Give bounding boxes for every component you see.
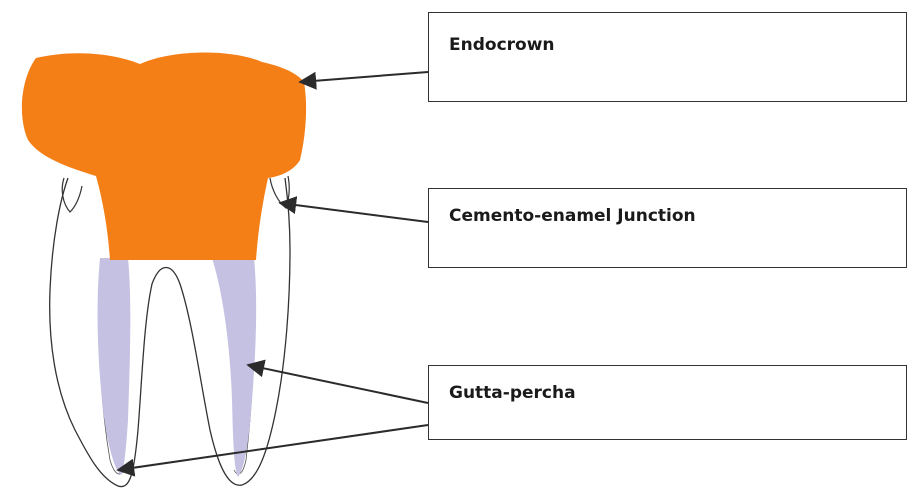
gutta-percha-label: Gutta-percha — [449, 383, 576, 403]
arrow-endocrown — [300, 72, 428, 82]
gutta-percha-label-box: Gutta-percha — [428, 365, 907, 440]
endocrown-label: Endocrown — [449, 35, 555, 55]
arrow-cej — [280, 203, 428, 222]
cej-label-box: Cemento-enamel Junction — [428, 188, 907, 268]
cej-label: Cemento-enamel Junction — [449, 206, 696, 226]
arrow-gutta-percha-left — [118, 425, 428, 470]
endocrown-label-box: Endocrown — [428, 12, 907, 102]
